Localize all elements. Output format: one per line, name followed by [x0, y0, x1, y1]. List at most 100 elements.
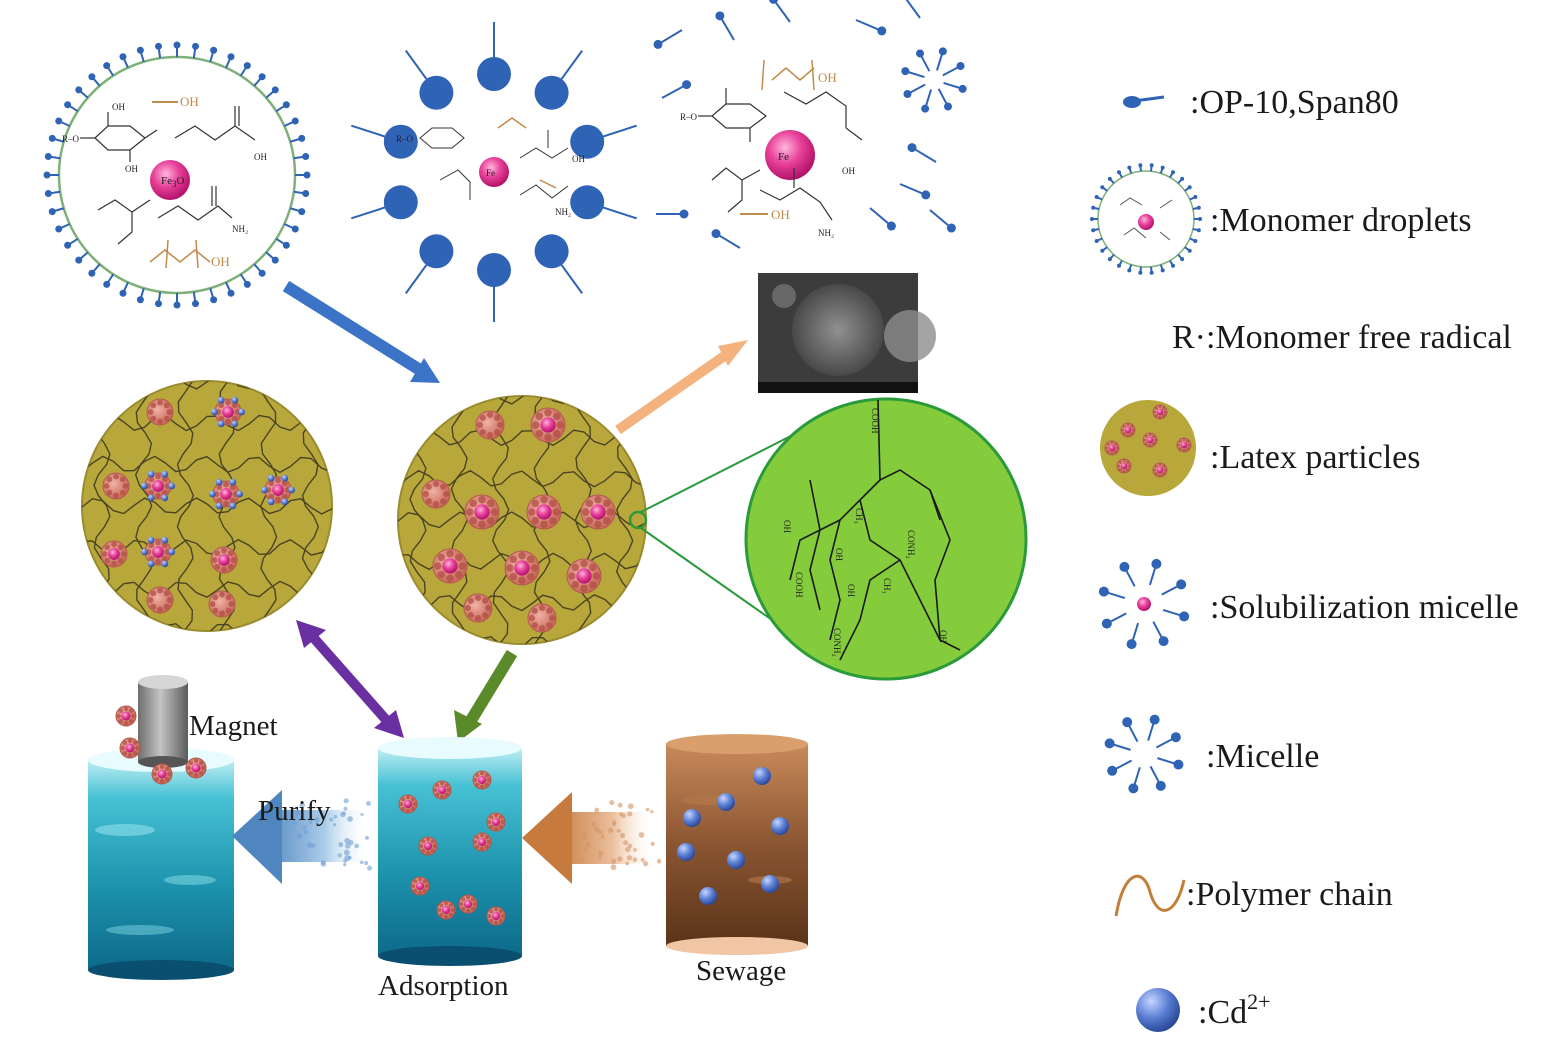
cd-ion: [717, 793, 735, 811]
surfactant-molecule: [944, 83, 967, 93]
surfactant-molecule: [1138, 267, 1142, 275]
surfactant-molecule: [1193, 228, 1201, 232]
surfactant-molecule: [1194, 217, 1202, 221]
latex-bead: [487, 907, 505, 925]
legend-radical-label: R·:Monomer free radical: [1172, 319, 1512, 356]
oh-label-brown: OH: [771, 207, 790, 222]
legend-droplets-label: :Monomer droplets: [1210, 202, 1472, 239]
surfactant-molecule: [1150, 559, 1162, 585]
surfactant-molecule: [1128, 767, 1140, 793]
surfactant-molecule: [937, 47, 947, 70]
functional-group-label: OH: [938, 630, 948, 643]
surfactant-molecule: [1157, 758, 1183, 770]
surfactant-molecule: [1090, 217, 1098, 221]
surfactant-molecule: [477, 22, 511, 91]
fe3o4-label: Fe: [778, 151, 789, 163]
surfactant-molecule: [103, 62, 113, 76]
oh-label: OH: [125, 164, 138, 174]
surfactant-molecule: [241, 62, 251, 76]
surfactant-molecule: [570, 185, 636, 219]
oh-label: OH: [254, 152, 267, 162]
latex-bead: [505, 551, 539, 585]
functional-group-label: CH₃: [854, 508, 864, 524]
legend-latex-label: :Latex particles: [1210, 439, 1421, 476]
latex-bead: [103, 473, 129, 499]
legend-latex-icon: [1100, 400, 1196, 496]
surfactant-molecule: [1099, 587, 1125, 599]
latex-bead: [465, 495, 499, 529]
surfactant-molecule: [1100, 247, 1107, 253]
surfactant-molecule: [254, 73, 265, 86]
surfactant-molecule: [870, 208, 896, 231]
latex-bead: [209, 591, 235, 617]
surfactant-molecule: [1122, 717, 1137, 741]
surfactant-molecule: [119, 53, 127, 67]
surfactant-molecule: [477, 253, 511, 322]
legend: :OP-10,Span80 :Monomer droplets R·:Monom…: [1090, 84, 1519, 1032]
surfactant-molecule: [1170, 170, 1175, 177]
surfactant-molecule: [1091, 228, 1099, 232]
latex-bead: [211, 547, 237, 573]
surfactant-molecule: [901, 67, 924, 77]
surfactant-molecule: [1150, 267, 1154, 275]
latex-particle-with-cd: [82, 373, 332, 639]
functional-group-label: CONH₂: [832, 628, 842, 657]
surfactant-molecule: [226, 53, 234, 67]
surfactant-molecule: [930, 210, 956, 233]
surfactant-molecule: [1153, 622, 1168, 646]
surfactant-molecule: [119, 282, 127, 296]
latex-bead: [399, 795, 417, 813]
surfactant-molecule: [1102, 613, 1126, 628]
oh-label-brown: OH: [180, 94, 199, 109]
surfactant-molecule: [155, 292, 162, 307]
surfactant-molecule: [295, 172, 311, 179]
surfactant-molecule: [662, 80, 691, 98]
monomer-droplet: Fe3O R–O OH OH OH OH NH₂: [44, 42, 311, 309]
nh2-label: NH₂: [818, 228, 834, 238]
surfactant-molecule: [921, 90, 931, 113]
surfactant-molecule: [1108, 177, 1114, 183]
surfactant-molecule: [535, 51, 583, 110]
legend-cd-icon: [1136, 988, 1180, 1032]
surfactant-molecule: [715, 11, 734, 40]
purify-label: Purify: [258, 795, 331, 827]
surfactant-molecule: [45, 190, 60, 197]
legend-polymer-icon: [1116, 876, 1184, 916]
r-group-label: R–O: [680, 112, 698, 122]
functional-group-label: OH: [846, 584, 856, 597]
surfactant-molecule: [1151, 766, 1166, 790]
legend-droplet-icon: [1090, 163, 1202, 274]
surfactant-molecule: [137, 47, 144, 62]
surfactant-molecule: [88, 264, 99, 277]
latex-bead: [419, 837, 437, 855]
surfactant-molecule: [943, 62, 965, 75]
surfactant-molecule: [294, 153, 309, 160]
surfactant-molecule: [1148, 715, 1160, 741]
latex-bead: [487, 813, 505, 831]
surfactant-molecule: [856, 20, 886, 35]
latex-bead: [581, 495, 615, 529]
functional-group-label: CH₃: [882, 578, 892, 594]
surfactant-molecule: [1127, 265, 1131, 273]
surfactant-molecule: [535, 234, 583, 293]
fe3o4-label: Fe: [486, 168, 495, 178]
surfactant-molecule: [1190, 195, 1197, 199]
arrow-regeneration-bidirectional: [296, 620, 404, 738]
surfactant-molecule: [266, 252, 279, 263]
latex-bead: [437, 901, 455, 919]
polymer-network-zoom: COOHCH₃OHOHCH₃CONH₂COOHOHCONH₂OH: [746, 399, 1026, 679]
surfactant-molecule: [916, 49, 929, 71]
cd-ion: [683, 809, 701, 827]
surfactant-molecule: [103, 274, 113, 288]
solubilization-micelle: Fe OH NH₂ R–O: [351, 22, 636, 322]
latex-bead: [422, 480, 450, 508]
surfactant-molecule: [64, 239, 78, 249]
cd-ion: [727, 851, 745, 869]
latex-bead: [433, 781, 451, 799]
adsorption-vessel: [378, 737, 522, 966]
oh-label: OH: [112, 102, 125, 112]
latex-bead: [1117, 459, 1131, 473]
nh2-label: NH₂: [555, 207, 571, 217]
surfactant-molecule: [210, 47, 217, 62]
oh-label: OH: [842, 166, 855, 176]
